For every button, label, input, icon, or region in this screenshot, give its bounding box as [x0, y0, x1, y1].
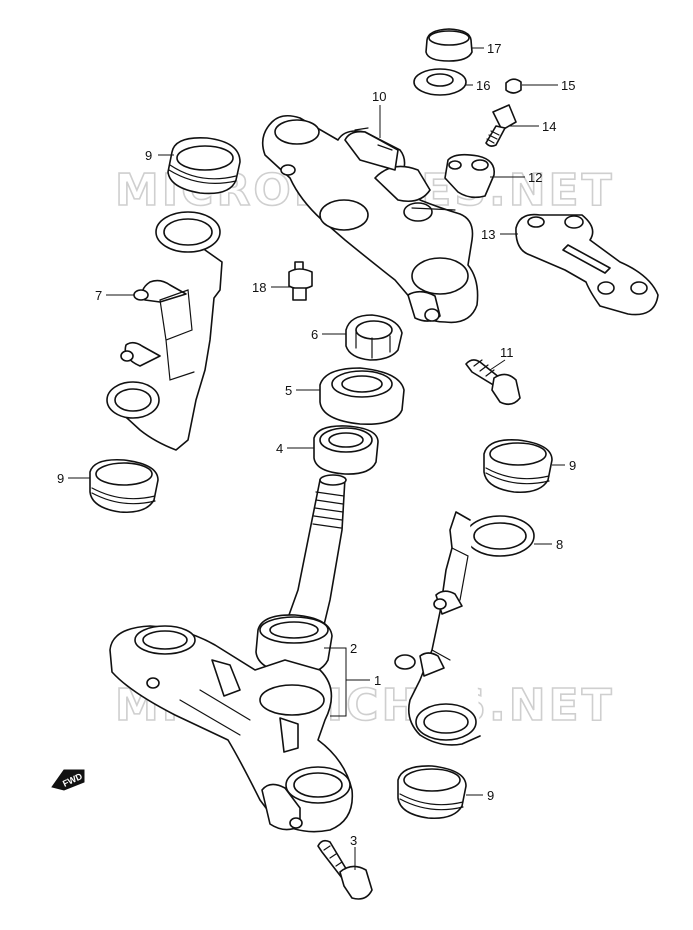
- callout-8: 8: [556, 537, 563, 552]
- part-lower-bracket: [109, 625, 354, 833]
- part-handlebar-clamp: [515, 213, 659, 316]
- part-bearing-upper: [319, 367, 405, 426]
- part-bracket-right: [394, 511, 535, 746]
- part-upper-bracket: [261, 114, 479, 324]
- part-washer: [413, 68, 467, 96]
- callout-labels: 17 16 15 14 10 12 13 9 7 18 6 5 11 4 9 9…: [57, 41, 576, 848]
- part-bearing-lower: [313, 425, 379, 475]
- callout-5: 5: [285, 383, 292, 398]
- callout-14: 14: [542, 119, 556, 134]
- callout-2: 2: [350, 641, 357, 656]
- part-steering-nut: [345, 314, 403, 361]
- part-cap: [425, 28, 473, 62]
- part-bolt-3: [317, 839, 373, 900]
- callout-17: 17: [487, 41, 501, 56]
- callout-18: 18: [252, 280, 266, 295]
- callout-6: 6: [311, 327, 318, 342]
- part-dust-seal-d: [397, 765, 467, 820]
- part-dust-seal-c: [89, 458, 159, 514]
- callout-9-mid-right: 9: [569, 458, 576, 473]
- part-bracket-left: [106, 211, 223, 451]
- callout-12: 12: [528, 170, 542, 185]
- leader-lines: [68, 47, 565, 870]
- callout-7: 7: [95, 288, 102, 303]
- callout-1: 1: [374, 673, 381, 688]
- part-cap-nut: [505, 78, 522, 94]
- callout-10: 10: [372, 89, 386, 104]
- callout-3: 3: [350, 833, 357, 848]
- callout-13: 13: [481, 227, 495, 242]
- part-dust-seal-a: [167, 136, 241, 195]
- callout-9-mid-left: 9: [57, 471, 64, 486]
- part-bolt-11: [465, 359, 521, 406]
- callout-16: 16: [476, 78, 490, 93]
- callout-9-top-left: 9: [145, 148, 152, 163]
- callout-15: 15: [561, 78, 575, 93]
- callout-4: 4: [276, 441, 283, 456]
- part-dust-seal-b: [483, 438, 553, 494]
- part-top-clamp: [444, 153, 495, 199]
- part-stem-bearing: [255, 614, 333, 676]
- callout-11: 11: [500, 345, 514, 360]
- fwd-arrow-icon: FWD: [51, 769, 85, 791]
- part-bolt-14: [485, 104, 517, 147]
- callout-9-bottom: 9: [487, 788, 494, 803]
- part-grommet: [288, 261, 313, 301]
